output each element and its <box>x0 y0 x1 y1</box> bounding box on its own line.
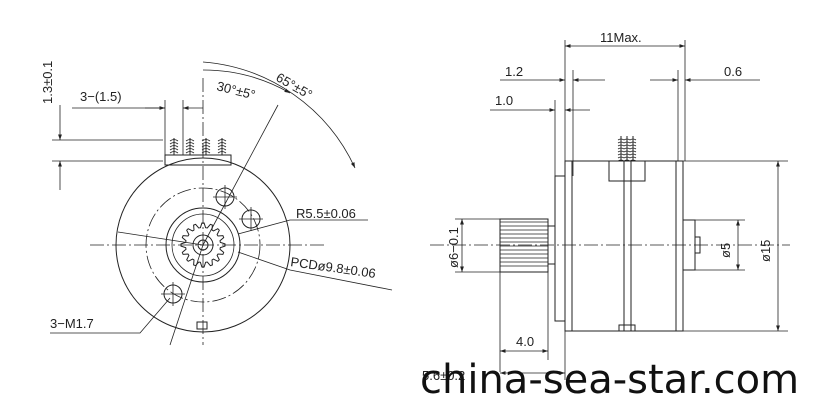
plate-label: 1.0 <box>495 93 513 108</box>
flange-right-label: 0.6 <box>724 64 742 79</box>
terminal-pin-1 <box>169 138 179 155</box>
pcd-leader <box>237 251 393 291</box>
side-notch <box>618 324 636 332</box>
pcd-circle <box>145 187 261 303</box>
bottom-notch <box>196 321 208 330</box>
pinion-gear <box>180 222 226 268</box>
terminal-pin-2 <box>185 138 195 155</box>
overall-length-label: 11Max. <box>600 30 642 45</box>
boss-dia-label: ø5 <box>718 243 733 258</box>
terminal-height-label: 1.3±0.1 <box>40 61 55 104</box>
mount-hole-leader <box>50 297 171 334</box>
gear-dia-label: ø6−0.1 <box>446 227 461 268</box>
body-dia-label: ø15 <box>758 240 773 262</box>
radius-leader <box>237 219 368 235</box>
side-pin-2 <box>623 136 631 162</box>
side-pin-3 <box>629 136 637 162</box>
terminal-pin-3 <box>201 138 211 155</box>
mount-hole-label: 3−M1.7 <box>50 316 94 331</box>
mount-hole-2 <box>239 207 263 231</box>
watermark-text: china-sea-star.com <box>420 357 799 403</box>
side-gear <box>499 218 549 273</box>
angle-30-leader <box>202 104 279 246</box>
shaft-offset-label: 5.6±0.2 <box>422 368 465 383</box>
inner-ring <box>171 213 235 277</box>
pin-pitch-label: 3−(1.5) <box>80 89 122 104</box>
front-flange <box>554 175 566 322</box>
side-pin-1 <box>617 136 625 162</box>
angle-30-arc <box>202 69 291 94</box>
side-terminal <box>608 136 646 182</box>
terminal-block <box>164 138 232 166</box>
front-view: 1.3±0.1 3−(1.5) 30°±5° 65°±5° R5.5±0.06 … <box>40 61 393 346</box>
flange-left-label: 1.2 <box>505 64 523 79</box>
motor-body-outline <box>115 157 291 333</box>
angle-65-label: 65°±5° <box>274 70 315 103</box>
terminal-pin-4 <box>217 138 227 155</box>
mount-hole-3 <box>161 282 185 306</box>
shaft-length-label: 4.0 <box>516 334 534 349</box>
radius-label: R5.5±0.06 <box>296 206 356 221</box>
side-view: 11Max. 1.2 1.0 0.6 ø6−0.1 ø5 ø15 <box>422 30 790 383</box>
angle-30-label: 30°±5° <box>215 78 257 102</box>
angle-65-arc <box>202 61 356 169</box>
pcd-label: PCDø9.8±0.06 <box>290 254 377 281</box>
mount-hole-1 <box>213 185 237 209</box>
bearing-circle <box>165 207 241 283</box>
